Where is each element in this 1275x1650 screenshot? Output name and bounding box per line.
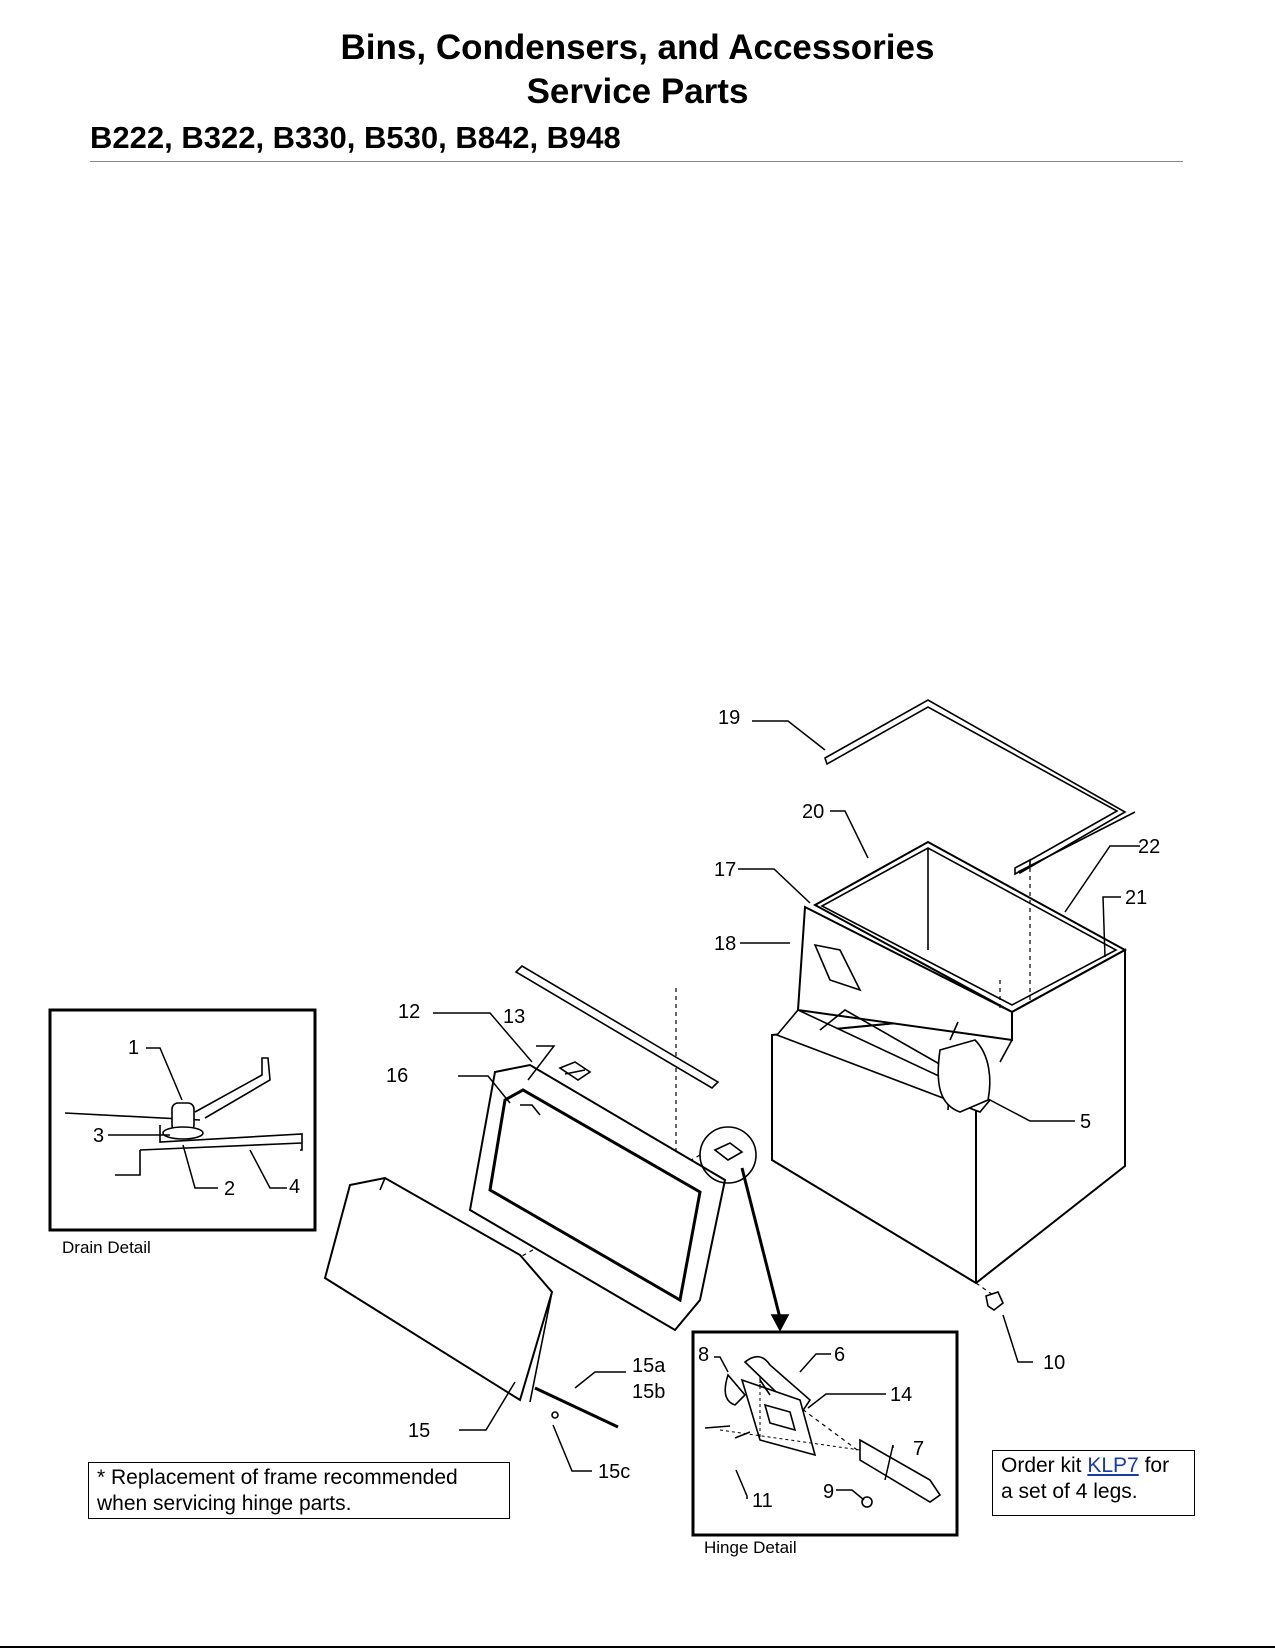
callout-20: 20 <box>802 801 824 823</box>
part-19-top-gasket <box>824 699 1127 875</box>
drain-detail-frame <box>48 1008 317 1232</box>
page-title: Bins, Condensers, and Accessories <box>340 28 935 67</box>
hinge-zoom-circle <box>699 1126 757 1184</box>
callout-13: 13 <box>503 1006 525 1028</box>
part-10-leg <box>985 1291 1004 1311</box>
callout-3: 3 <box>93 1125 104 1147</box>
part-15b-door-rod <box>534 1386 619 1429</box>
callout-7: 7 <box>913 1438 924 1460</box>
callout-4: 4 <box>289 1176 300 1198</box>
klp7-link[interactable]: KLP7 <box>1087 1454 1139 1477</box>
callout-8: 8 <box>698 1344 709 1366</box>
callout-15a: 15a <box>632 1355 666 1377</box>
callout-21: 21 <box>1125 887 1147 909</box>
bin-cabinet <box>771 840 1128 1285</box>
header-rule <box>90 161 1183 162</box>
leg-kit-note: Order kit KLP7 for a set of 4 legs. <box>992 1450 1195 1516</box>
frame-replacement-note: * Replacement of frame recommended when … <box>88 1462 510 1519</box>
footer-rule <box>0 1646 1275 1648</box>
callout-1: 1 <box>128 1037 139 1059</box>
part-15c-washer <box>551 1411 559 1419</box>
kit-note-suffix: for <box>1144 1454 1170 1477</box>
callout-14: 14 <box>890 1384 912 1406</box>
part-15-door <box>323 1176 554 1403</box>
callout-10: 10 <box>1043 1352 1065 1374</box>
callout-18: 18 <box>714 933 736 955</box>
callout-6: 6 <box>834 1344 845 1366</box>
callout-15: 15 <box>408 1420 430 1442</box>
callout-16: 16 <box>386 1065 408 1087</box>
drain-detail-parts <box>64 1057 303 1176</box>
kit-note-line-2: a set of 4 legs. <box>1001 1480 1138 1503</box>
hinge-detail-parts <box>704 1355 942 1508</box>
frame-note-line-2: when servicing hinge parts. <box>97 1492 352 1515</box>
part-16-door-frame <box>468 1063 727 1332</box>
callout-12: 12 <box>398 1001 420 1023</box>
callout-22: 22 <box>1138 836 1160 858</box>
door-top-rail <box>514 964 720 1090</box>
drain-detail-caption: Drain Detail <box>62 1238 151 1257</box>
leader-lines <box>108 720 1140 1501</box>
model-list: B222, B322, B330, B530, B842, B948 <box>90 120 621 155</box>
page-subtitle: Service Parts <box>526 72 749 111</box>
callout-15b: 15b <box>632 1381 665 1403</box>
frame-note-line-1: * Replacement of frame recommended <box>97 1466 458 1489</box>
callout-2: 2 <box>224 1178 235 1200</box>
hinge-detail-frame <box>691 1330 959 1537</box>
callout-9: 9 <box>823 1481 834 1503</box>
callout-5: 5 <box>1080 1111 1091 1133</box>
part-13-hinge-bracket <box>558 1061 592 1081</box>
callout-11: 11 <box>752 1490 773 1512</box>
callout-17: 17 <box>714 859 736 881</box>
kit-note-prefix: Order kit <box>1001 1454 1082 1477</box>
callout-15c: 15c <box>598 1461 630 1483</box>
hinge-detail-caption: Hinge Detail <box>704 1538 797 1557</box>
callout-19: 19 <box>718 707 740 729</box>
